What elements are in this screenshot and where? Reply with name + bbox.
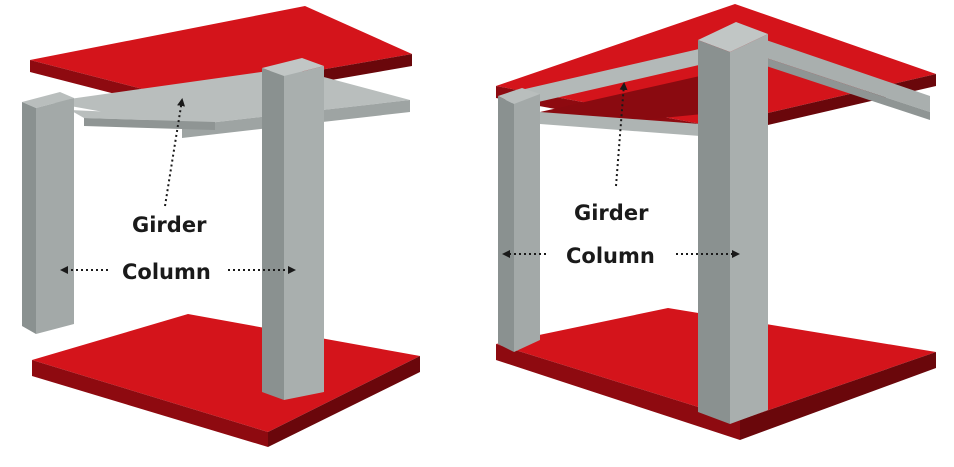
- left-girder-label: Girder: [132, 213, 207, 237]
- right-column-1: [498, 88, 540, 352]
- right-column-label: Column: [566, 244, 655, 268]
- right-girder-arrow: [615, 82, 628, 187]
- right-girders: [512, 38, 930, 136]
- left-column-1: [22, 92, 74, 334]
- right-panel: Girder Column: [496, 4, 936, 440]
- left-column-2: [262, 58, 324, 400]
- right-girder-label: Girder: [574, 201, 649, 225]
- left-column-label: Column: [122, 260, 211, 284]
- right-column-2: [698, 22, 768, 424]
- left-bottom-slab: [32, 314, 420, 447]
- left-panel: Girder Column: [22, 6, 420, 447]
